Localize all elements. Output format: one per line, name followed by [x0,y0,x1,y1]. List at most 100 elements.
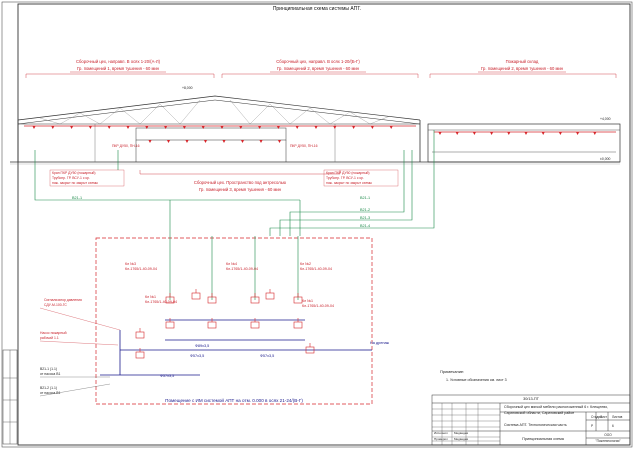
valve-icon [265,289,275,300]
title-block-org1: ООО [604,433,612,437]
sprinkler-head-icon [490,132,494,135]
svg-text:Ф89х3,5: Ф89х3,5 [195,344,209,348]
svg-text:На дренаж: На дренаж [370,341,390,345]
line-label-1: В21-1 [72,196,82,200]
zone-2-line1: Сборочный цех, направл. В осях 1-20/(Б-Г… [276,59,360,64]
sprinkler-head-icon [88,126,92,129]
title-block-stage: Стадия [591,415,602,419]
svg-text:СДУ-М-100-ГС: СДУ-М-100-ГС [44,303,67,307]
manifold-piping [100,319,372,376]
sprinkler-head-icon [259,140,263,143]
sprinkler-head-icon [185,140,189,143]
title-block-name1: Медведев [454,431,468,435]
sprinkler-head-icon [333,126,337,129]
svg-text:Ф57х3,5: Ф57х3,5 [190,354,204,358]
sprinkler-head-icon [220,126,224,129]
valve-icon [207,318,217,329]
pump-room-boundary [95,237,373,405]
sprinkler-head-icon [314,126,318,129]
title-block-section: Система АПТ. Технологическая часть [504,423,567,427]
sprinkler-head-icon [558,132,562,135]
title-block-project1: Сборочный цех мягкой мебели расположенны… [504,405,608,409]
valve-icon [305,343,315,354]
zone-callout-4: Сборочный цех. Пространство под антресол… [194,180,286,192]
sprinkler-row [32,126,597,143]
svg-text:Кл-1765/1-40-09-04: Кл-1765/1-40-09-04 [145,300,177,304]
valve-icon [135,328,145,339]
sprinkler-head-icon [593,132,597,135]
svg-text:Кл №4: Кл №4 [226,262,237,266]
sprinkler-head-icon [239,126,243,129]
valve-group [135,289,315,359]
title-block-sheet: Лист [600,415,607,419]
valve-icon [165,293,175,304]
sprinkler-head-icon [524,132,528,135]
sprinkler-head-icon [507,132,511,135]
sprinkler-head-icon [51,126,55,129]
svg-text:Кл №2: Кл №2 [300,262,311,266]
sprinkler-head-icon [107,126,111,129]
valve-icon [191,289,201,300]
title-block-sheets-val: 6 [612,424,614,428]
svg-text:от насоса В1: от насоса В1 [40,372,60,376]
sprinkler-head-icon [389,126,393,129]
svg-text:Ф57х3,5: Ф57х3,5 [260,354,274,358]
sprinkler-head-icon [201,126,205,129]
annex-elevation-mark: +4,000 [600,117,611,121]
sprinkler-head-icon [258,126,262,129]
valve-icon [293,293,303,304]
sprinkler-head-icon [276,126,280,129]
zone-2-line2: Гр. помещений 2, время тушения - 60 мин [277,66,360,71]
valve-icon [250,318,260,329]
svg-text:пож. закрыт по закрыт схемы: пож. закрыт по закрыт схемы [326,181,373,185]
sprinkler-head-icon [164,126,168,129]
svg-text:Насос пожарный: Насос пожарный [40,331,67,335]
sprinkler-head-icon [240,140,245,143]
svg-text:Кл-1765/1-40-09-04: Кл-1765/1-40-09-04 [300,267,332,271]
title-block-stage-val: Р [591,424,593,428]
valve-icon [293,318,303,329]
valve-label-right: ПКР ДУ50, ПН-16 [290,144,318,148]
svg-text:В21-2 (1.1): В21-2 (1.1) [40,386,57,390]
title-block-project2: Саратовской области, Саратовский район [504,411,574,415]
note-right: Кран ПКР ДУ50 (пожарный) Трубопр. ГР. ВС… [323,169,399,187]
line-label-5: В21-4 [360,224,370,228]
sprinkler-head-icon [32,126,36,129]
svg-text:Кран ПКР ДУ50 (пожарный): Кран ПКР ДУ50 (пожарный) [52,171,96,175]
sprinkler-head-icon [576,132,580,135]
line-label-4: В21-3 [360,216,370,220]
pump-room-caption: Помещение с ИМ системой АПТ на отм. 0.00… [165,397,303,403]
sprinkler-head-icon [295,126,299,129]
sprinkler-head-icon [370,126,374,129]
valve-icon [135,348,145,359]
supply-lines [34,130,435,236]
svg-text:В21-1 (1.1): В21-1 (1.1) [40,367,57,371]
valve-icon [207,293,217,304]
svg-text:Кран ПКР ДУ50 (пожарный): Кран ПКР ДУ50 (пожарный) [326,171,370,175]
svg-text:от насоса В1: от насоса В1 [40,391,60,395]
sprinkler-head-icon [182,126,186,129]
zone-4-line1: Сборочный цех. Пространство под антресол… [194,180,286,185]
sprinkler-head-icon [148,140,152,143]
valve-icon [165,318,175,329]
title-block-name2: Медведев [454,437,468,441]
svg-text:Кл №1: Кл №1 [145,295,156,299]
building-section: +8,000 +4,000 ±0,000 [10,86,621,165]
floor-elevation-mark: ±0,000 [600,157,610,161]
title-block-sheet-name: Принципиальная схема [522,437,565,441]
svg-text:Трубопр. ГР. ВСУ-1 с кр.: Трубопр. ГР. ВСУ-1 с кр. [326,176,364,180]
inner-border [17,3,631,446]
svg-text:пож. закрыт по закрыт схемы: пож. закрыт по закрыт схемы [52,181,99,185]
valve-label-left: ПКР ДУ50, ПН-16 [112,144,140,148]
svg-text:Сигнализатор давления: Сигнализатор давления [44,298,82,302]
title-block-role2: Проверил [434,437,448,441]
zone-3-line2: Гр. помещений 2, время тушения - 60 мин [481,66,564,71]
sprinkler-head-icon [455,132,459,135]
zone-callout-3: Пожарный склад Гр. помещений 2, время ту… [478,59,566,73]
notes-item: 1. Условные обозначения см. лист 3 [446,378,507,382]
svg-text:рабочий 1.1: рабочий 1.1 [40,336,59,340]
sprinkler-head-icon [541,132,545,135]
svg-text:Кл-1765/1-40-09-04: Кл-1765/1-40-09-04 [302,304,334,308]
